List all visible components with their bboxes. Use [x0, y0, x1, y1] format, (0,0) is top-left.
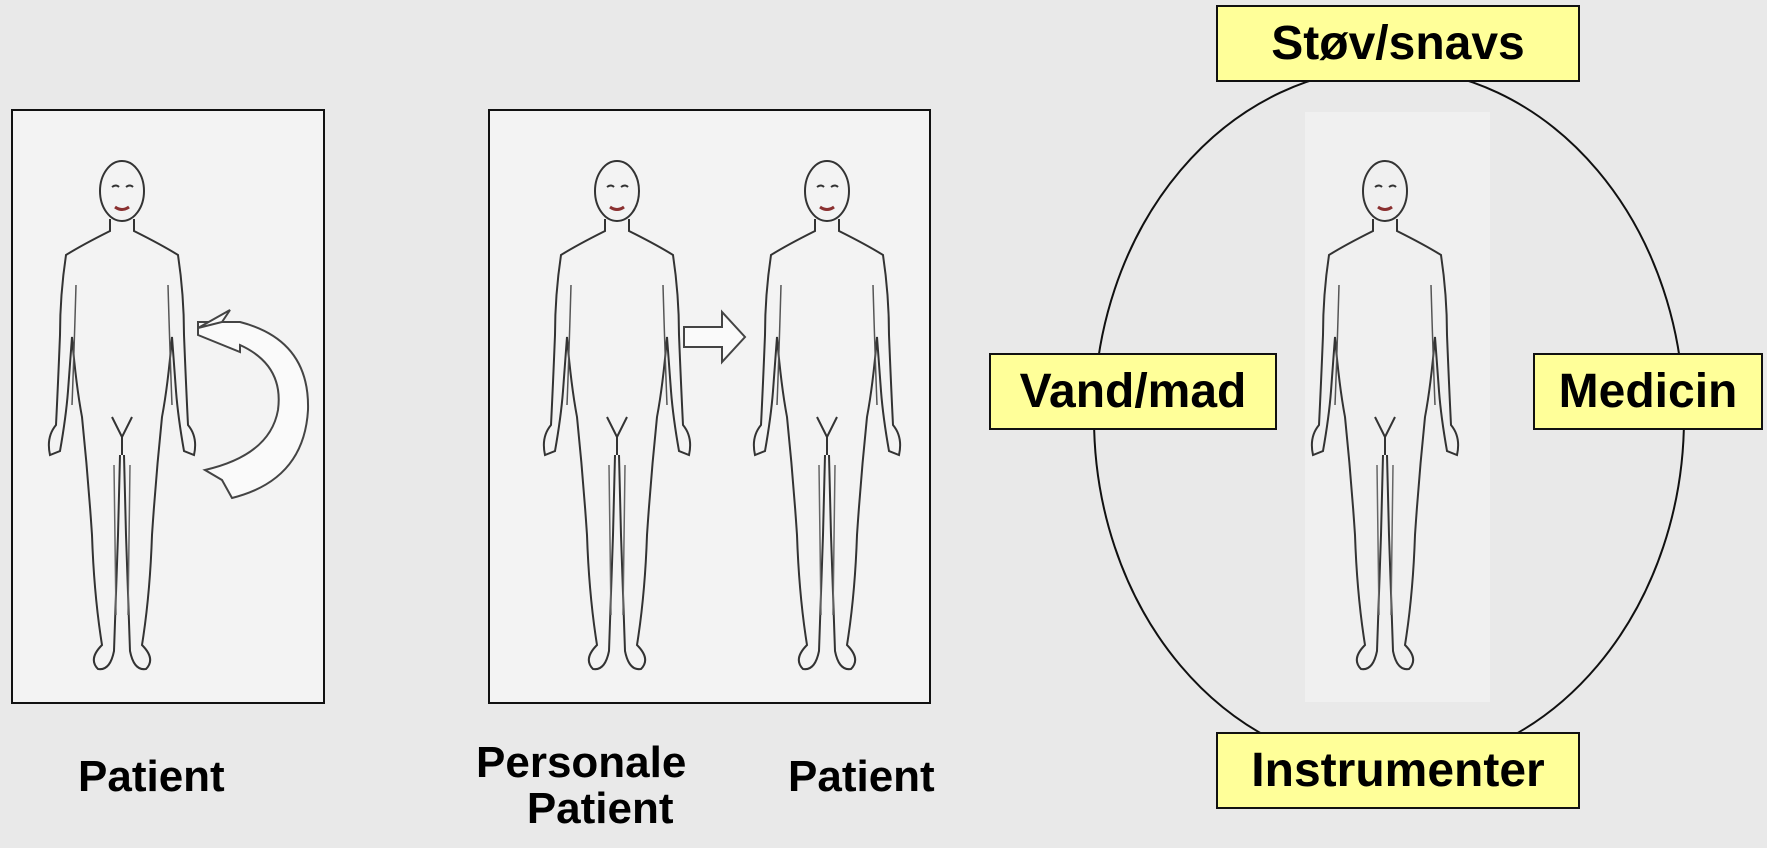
panel-right-figure-bg [1305, 112, 1490, 702]
caption-left-patient: Patient [78, 752, 225, 802]
label-dust-dirt: Støv/snavs [1216, 5, 1580, 82]
label-water-food: Vand/mad [989, 353, 1277, 430]
panel-left-frame [12, 110, 324, 703]
caption-middle-patient-2: Patient [476, 786, 686, 832]
caption-staff: Personale [476, 740, 686, 786]
label-instruments: Instrumenter [1216, 732, 1580, 809]
caption-middle-left: Personale Patient [476, 740, 686, 832]
caption-middle-patient: Patient [788, 752, 935, 802]
label-medicine: Medicin [1533, 353, 1763, 430]
panel-middle-frame [489, 110, 930, 703]
